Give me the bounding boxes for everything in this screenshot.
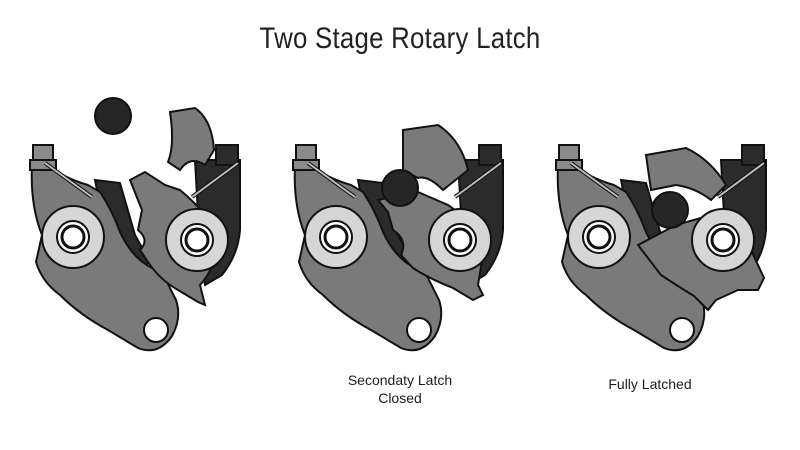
latch-stage-secondary bbox=[291, 123, 505, 353]
latch-stage-open bbox=[28, 97, 242, 353]
caption-line: Secondaty Latch bbox=[347, 372, 453, 388]
striker-icon bbox=[651, 191, 689, 229]
latch-stage-full bbox=[554, 143, 768, 353]
diagram-title: Two Stage Rotary Latch bbox=[259, 22, 541, 55]
striker-icon bbox=[381, 169, 419, 207]
caption-secondary-latch: Secondaty Latch Closed bbox=[300, 371, 500, 407]
caption-line: Closed bbox=[378, 390, 422, 406]
caption-fully-latched: Fully Latched bbox=[550, 375, 750, 393]
striker-icon bbox=[94, 97, 132, 135]
caption-line: Fully Latched bbox=[608, 376, 692, 392]
